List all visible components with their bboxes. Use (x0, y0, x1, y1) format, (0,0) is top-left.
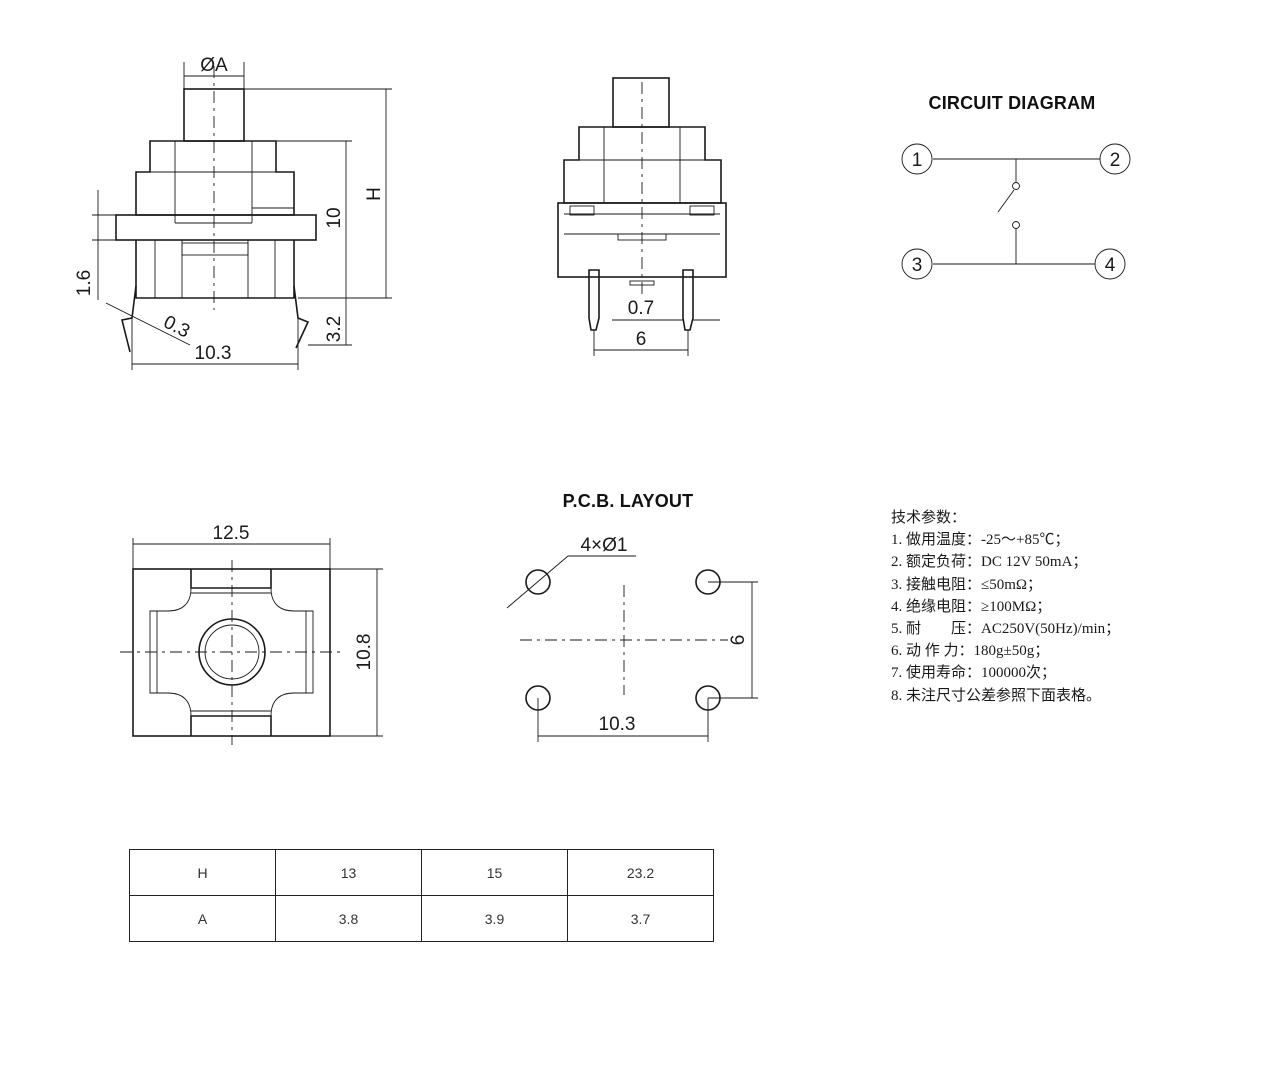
spec-item: 8. 未注尺寸公差参照下面表格。 (891, 687, 1102, 704)
dim-width-10-3: 10.3 (195, 343, 232, 364)
dim-height-h: H (364, 187, 385, 201)
table-cell: 13 (275, 849, 422, 896)
dim-lead-0-3: 0.3 (160, 312, 193, 343)
dim-pin-3-2: 3.2 (324, 316, 345, 342)
dim-diameter-a: ØA (200, 55, 228, 76)
dimension-table: H 13 15 23.2 A 3.8 3.9 3.7 (129, 849, 714, 942)
spec-item: 2. 额定负荷：DC 12V 50mA； (891, 554, 1088, 571)
table-cell: 15 (421, 849, 568, 896)
spec-item: 6. 动 作 力：180g±50g； (891, 643, 1050, 660)
front-view: ØA H 10 1.6 0.3 10.3 3.2 (74, 55, 392, 370)
pin-label-4: 4 (1105, 255, 1116, 276)
pin-label-2: 2 (1110, 150, 1121, 171)
dim-pin-width-0-7: 0.7 (628, 298, 654, 319)
dim-vertical-6: 6 (728, 635, 749, 646)
dim-flange-1-6: 1.6 (74, 270, 95, 296)
dim-depth-10-8: 10.8 (354, 634, 375, 671)
table-cell: 23.2 (567, 849, 714, 896)
table-cell: A (129, 895, 276, 942)
dim-horizontal-10-3: 10.3 (599, 714, 636, 735)
pcb-layout-title: P.C.B. LAYOUT (563, 491, 694, 511)
table-cell: 3.8 (275, 895, 422, 942)
table-row: A 3.8 3.9 3.7 (129, 895, 714, 942)
pin-label-3: 3 (912, 255, 923, 276)
pin-label-1: 1 (912, 150, 923, 171)
table-row: H 13 15 23.2 (129, 849, 714, 896)
pcb-layout: P.C.B. LAYOUT 4×Ø1 6 10.3 (506, 491, 758, 742)
spec-item: 5. 耐 压：AC250V(50Hz)/min； (891, 621, 1121, 638)
top-view: 12.5 10.8 (120, 523, 383, 745)
dim-body-10: 10 (324, 207, 345, 228)
table-cell: 3.9 (421, 895, 568, 942)
table-cell: H (129, 849, 276, 896)
spec-item: 7. 使用寿命：100000次； (891, 665, 1057, 682)
side-view: 0.7 6 (557, 77, 727, 356)
spec-item: 1. 做用温度：-25～+85℃； (891, 532, 1070, 549)
dim-width-12-5: 12.5 (213, 523, 250, 544)
spec-item: 3. 接触电阻：≤50mΩ； (891, 576, 1043, 593)
circuit-diagram-title: CIRCUIT DIAGRAM (929, 93, 1096, 113)
circuit-diagram: CIRCUIT DIAGRAM 1 2 3 4 (901, 93, 1131, 280)
dim-pitch-6: 6 (636, 329, 647, 350)
table-cell: 3.7 (567, 895, 714, 942)
spec-item: 4. 绝缘电阻：≥100MΩ； (891, 598, 1052, 615)
specs-heading: 技术参数： (891, 510, 967, 526)
technical-specs: 技术参数： 1. 做用温度：-25～+85℃； 2. 额定负荷：DC 12V 5… (891, 507, 1120, 707)
dim-holes-4x-d1: 4×Ø1 (580, 535, 627, 556)
